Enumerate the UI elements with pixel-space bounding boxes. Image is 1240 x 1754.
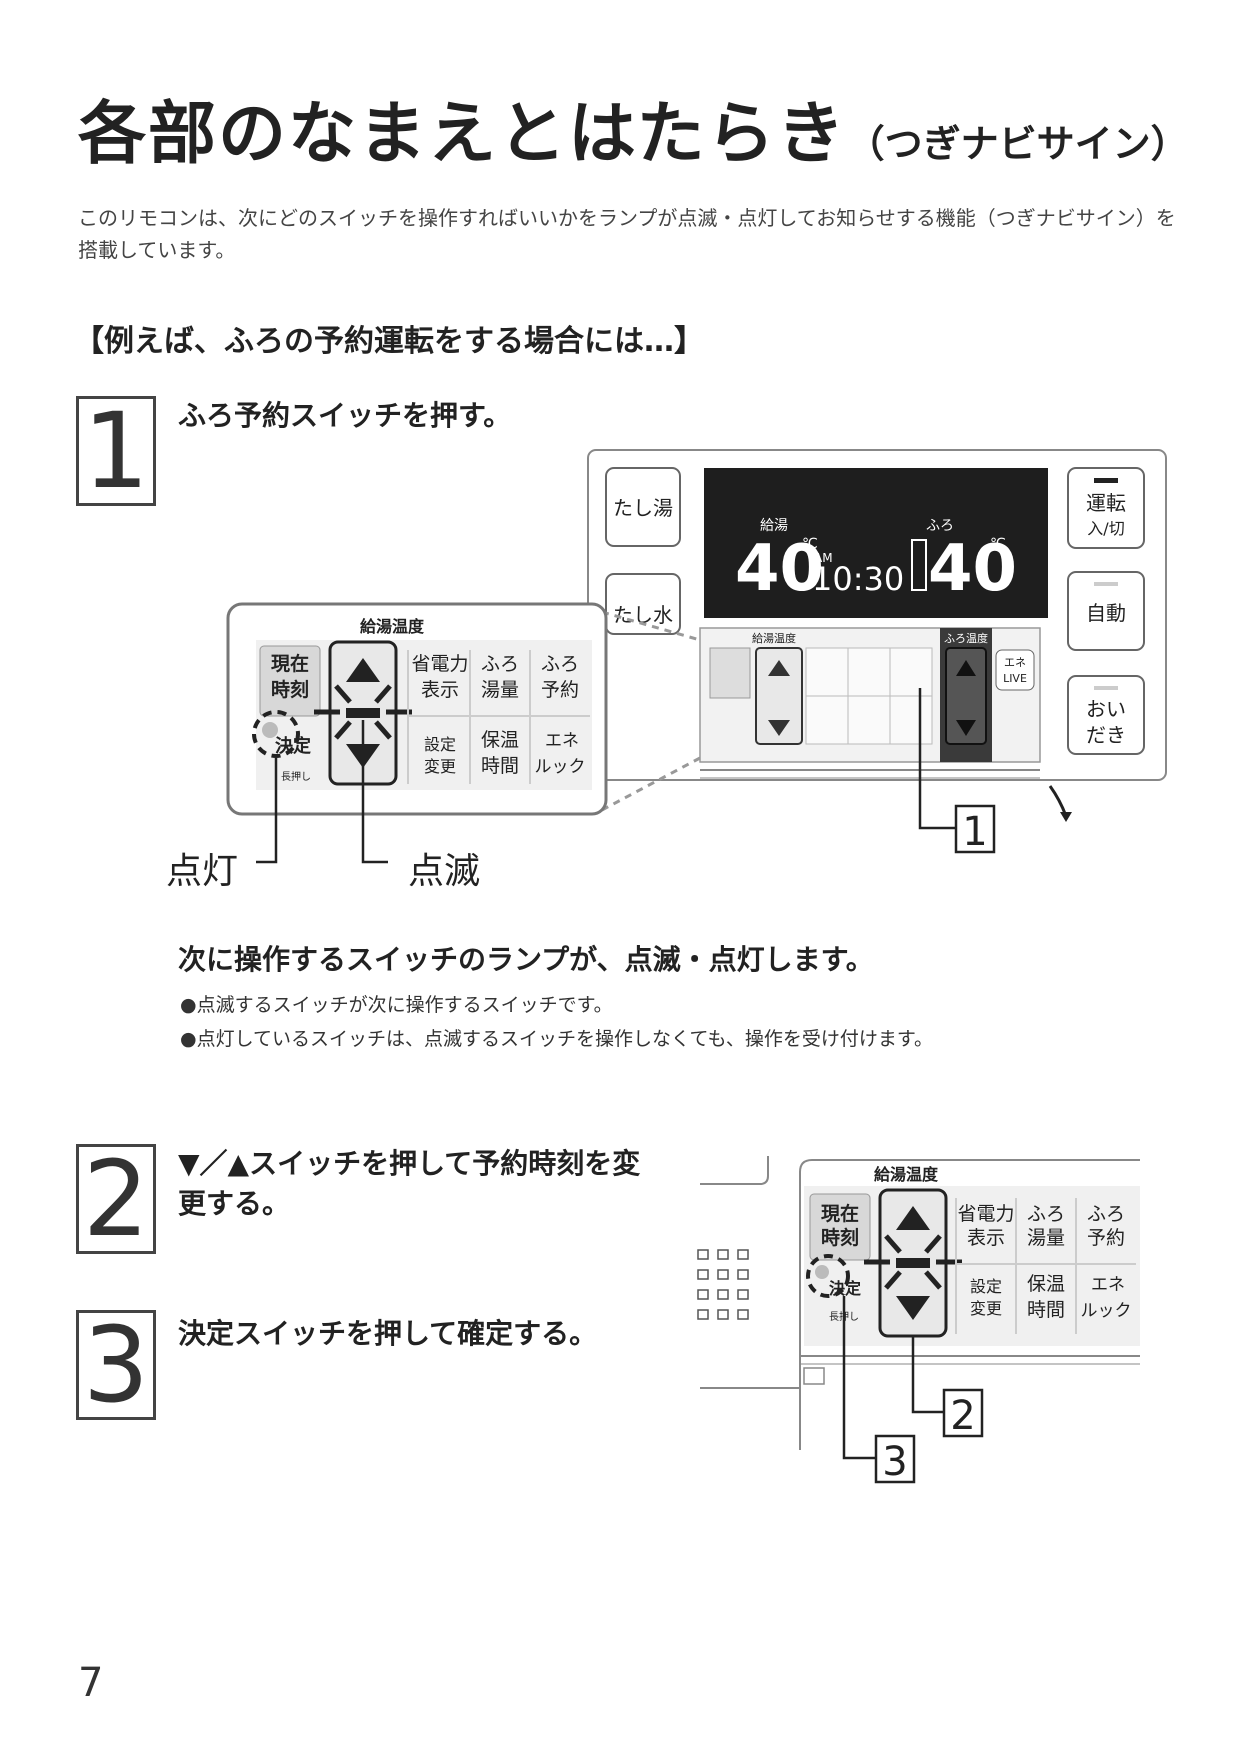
lcd-clock: 10:30 xyxy=(812,560,904,598)
lcd-kyuto-deg: ℃ xyxy=(802,536,818,552)
note-heading: 次に操作するスイッチのランプが、点滅・点灯します。 xyxy=(178,943,874,976)
lcd-furo-temp: 40 xyxy=(928,532,1017,606)
callout-3: 3 xyxy=(882,1439,907,1485)
jido-button: 自動 xyxy=(1067,571,1145,651)
zoom-up-icon xyxy=(346,658,380,682)
page-title: 各部のなまえとはたらき（つぎナビサイン） xyxy=(78,78,1189,177)
callout-1: 1 xyxy=(962,809,987,855)
panel2-genzai-2: 時刻 xyxy=(821,1226,859,1249)
page-number: 7 xyxy=(78,1660,104,1706)
ene-live-label-1: エネ xyxy=(1004,656,1026,669)
unten-label-1: 運転 xyxy=(1086,491,1126,515)
panel2-furoyuryo-2: 湯量 xyxy=(1027,1227,1065,1249)
jido-label: 自動 xyxy=(1086,601,1126,625)
oidaki-label-1: おい xyxy=(1086,697,1126,721)
remote-furo-ondo: ふろ温度 xyxy=(944,631,988,645)
lcd-furo-deg: ℃ xyxy=(990,536,1006,552)
lcd-kyuto-label: 給湯 xyxy=(760,517,788,534)
panel2-furoyoyaku-1: ふろ xyxy=(1087,1203,1125,1225)
label-blinking: 点滅 xyxy=(408,851,481,892)
step-2-number: 2 xyxy=(76,1144,156,1254)
panel2-furoyuryo-1: ふろ xyxy=(1027,1203,1065,1225)
zoom-furoyoyaku-1: ふろ xyxy=(541,653,579,675)
step-3-text: 決定スイッチを押して確定する。 xyxy=(178,1317,598,1350)
panel2-enelook-1: エネ xyxy=(1091,1275,1125,1295)
panel2-genzai-1: 現在 xyxy=(821,1202,859,1225)
unten-button: 運転 入/切 xyxy=(1067,467,1145,549)
zoom-enelook-2: ルック xyxy=(535,757,586,777)
lcd-display xyxy=(704,468,1048,618)
zoom-kettei-label: 決定 xyxy=(275,735,311,757)
panel2-kettei: 決定 xyxy=(829,1279,861,1298)
bullet-1: ●点滅するスイッチが次に操作するスイッチです。 xyxy=(180,994,613,1016)
step-2-3-illustration: 給湯温度 現在 時刻 決定 長押し 省電力 表示 ふろ 湯量 ふろ 予約 設定 … xyxy=(697,1156,1140,1485)
panel2-down-icon xyxy=(896,1296,930,1320)
panel2-hoon-1: 保温 xyxy=(1027,1273,1065,1295)
arrow-icon xyxy=(1048,785,1068,817)
step-1-text: ふろ予約スイッチを押す。 xyxy=(178,399,512,432)
intro-text: このリモコンは、次にどのスイッチを操作すればいいかをランプが点滅・点灯してお知ら… xyxy=(78,206,1176,262)
example-heading: 【例えば、ふろの予約運転をする場合には…】 xyxy=(74,324,704,359)
lcd-level-gauge xyxy=(911,539,927,591)
zoom-enelook-1: エネ xyxy=(545,731,579,751)
zoom-hoon-1: 保温 xyxy=(481,729,519,751)
zoom-furoyoyaku-2: 予約 xyxy=(541,679,579,701)
panel2-shoden-1: 省電力 xyxy=(957,1203,1014,1225)
remote-kyuto-ondo: 給湯温度 xyxy=(752,631,796,645)
zoom-genzai-2: 時刻 xyxy=(271,678,309,701)
lcd-kyuto-temp: 40 xyxy=(735,532,824,606)
panel2-settei-2: 変更 xyxy=(970,1299,1002,1318)
zoom-furoyuryo-2: 湯量 xyxy=(481,679,519,701)
zoom-kettei-button: 決定 長押し xyxy=(252,710,311,783)
panel2-enelook-2: ルック xyxy=(1081,1301,1132,1321)
bullet-2: ●点灯しているスイッチは、点滅するスイッチを操作しなくても、操作を受け付けます。 xyxy=(180,1028,934,1050)
zoom-hoon-2: 時間 xyxy=(481,755,519,777)
unten-label-2: 入/切 xyxy=(1087,519,1124,538)
panel2-up-icon xyxy=(896,1206,930,1230)
zoom-nagaoshi: 長押し xyxy=(281,770,311,783)
panel2-heading: 給湯温度 xyxy=(874,1165,939,1184)
page-title-main: 各部のなまえとはたらき xyxy=(78,95,847,174)
speaker-grille-icon xyxy=(697,1249,749,1320)
step-1-number: 1 xyxy=(76,396,156,506)
panel2-hoon-2: 時間 xyxy=(1027,1299,1065,1321)
lcd-furo-label: ふろ xyxy=(926,518,954,534)
step-1-illustration: 給湯 40 ℃ AM 10:30 ふろ 40 ℃ たし湯 たし水 運転 入/切 … xyxy=(226,449,1167,864)
zoom-genzai-1: 現在 xyxy=(271,652,309,675)
zoom-furoyuryo-1: ふろ xyxy=(481,653,519,675)
zoom-shoden-1: 省電力 xyxy=(411,653,468,675)
label-lit: 点灯 xyxy=(166,851,239,892)
step-2-text: ▼／▲スイッチを押して予約時刻を変更する。 xyxy=(178,1147,641,1220)
step-3-number: 3 xyxy=(76,1310,156,1420)
panel2-furoyoyaku-2: 予約 xyxy=(1087,1227,1125,1249)
tashiyu-label: たし湯 xyxy=(613,496,673,520)
oidaki-label-2: だき xyxy=(1086,723,1126,747)
lcd-am: AM xyxy=(814,551,833,565)
tashimizu-button: たし水 xyxy=(605,573,681,635)
zoom-shoden-2: 表示 xyxy=(421,679,459,701)
panel2-shoden-2: 表示 xyxy=(967,1227,1005,1249)
page-title-sub: （つぎナビサイン） xyxy=(846,122,1189,166)
ene-live-label-2: LIVE xyxy=(1003,672,1027,685)
panel2-blink-icon xyxy=(864,1234,962,1290)
zoom-genzai-button xyxy=(259,645,321,717)
zoom-settei-1: 設定 xyxy=(424,735,456,754)
tashiyu-button: たし湯 xyxy=(605,467,681,547)
callout-2: 2 xyxy=(950,1393,975,1439)
zoom-heading: 給湯温度 xyxy=(360,617,425,636)
panel2-settei-1: 設定 xyxy=(970,1277,1002,1296)
oidaki-button: おい だき xyxy=(1067,675,1145,755)
zoom-settei-2: 変更 xyxy=(424,757,456,776)
